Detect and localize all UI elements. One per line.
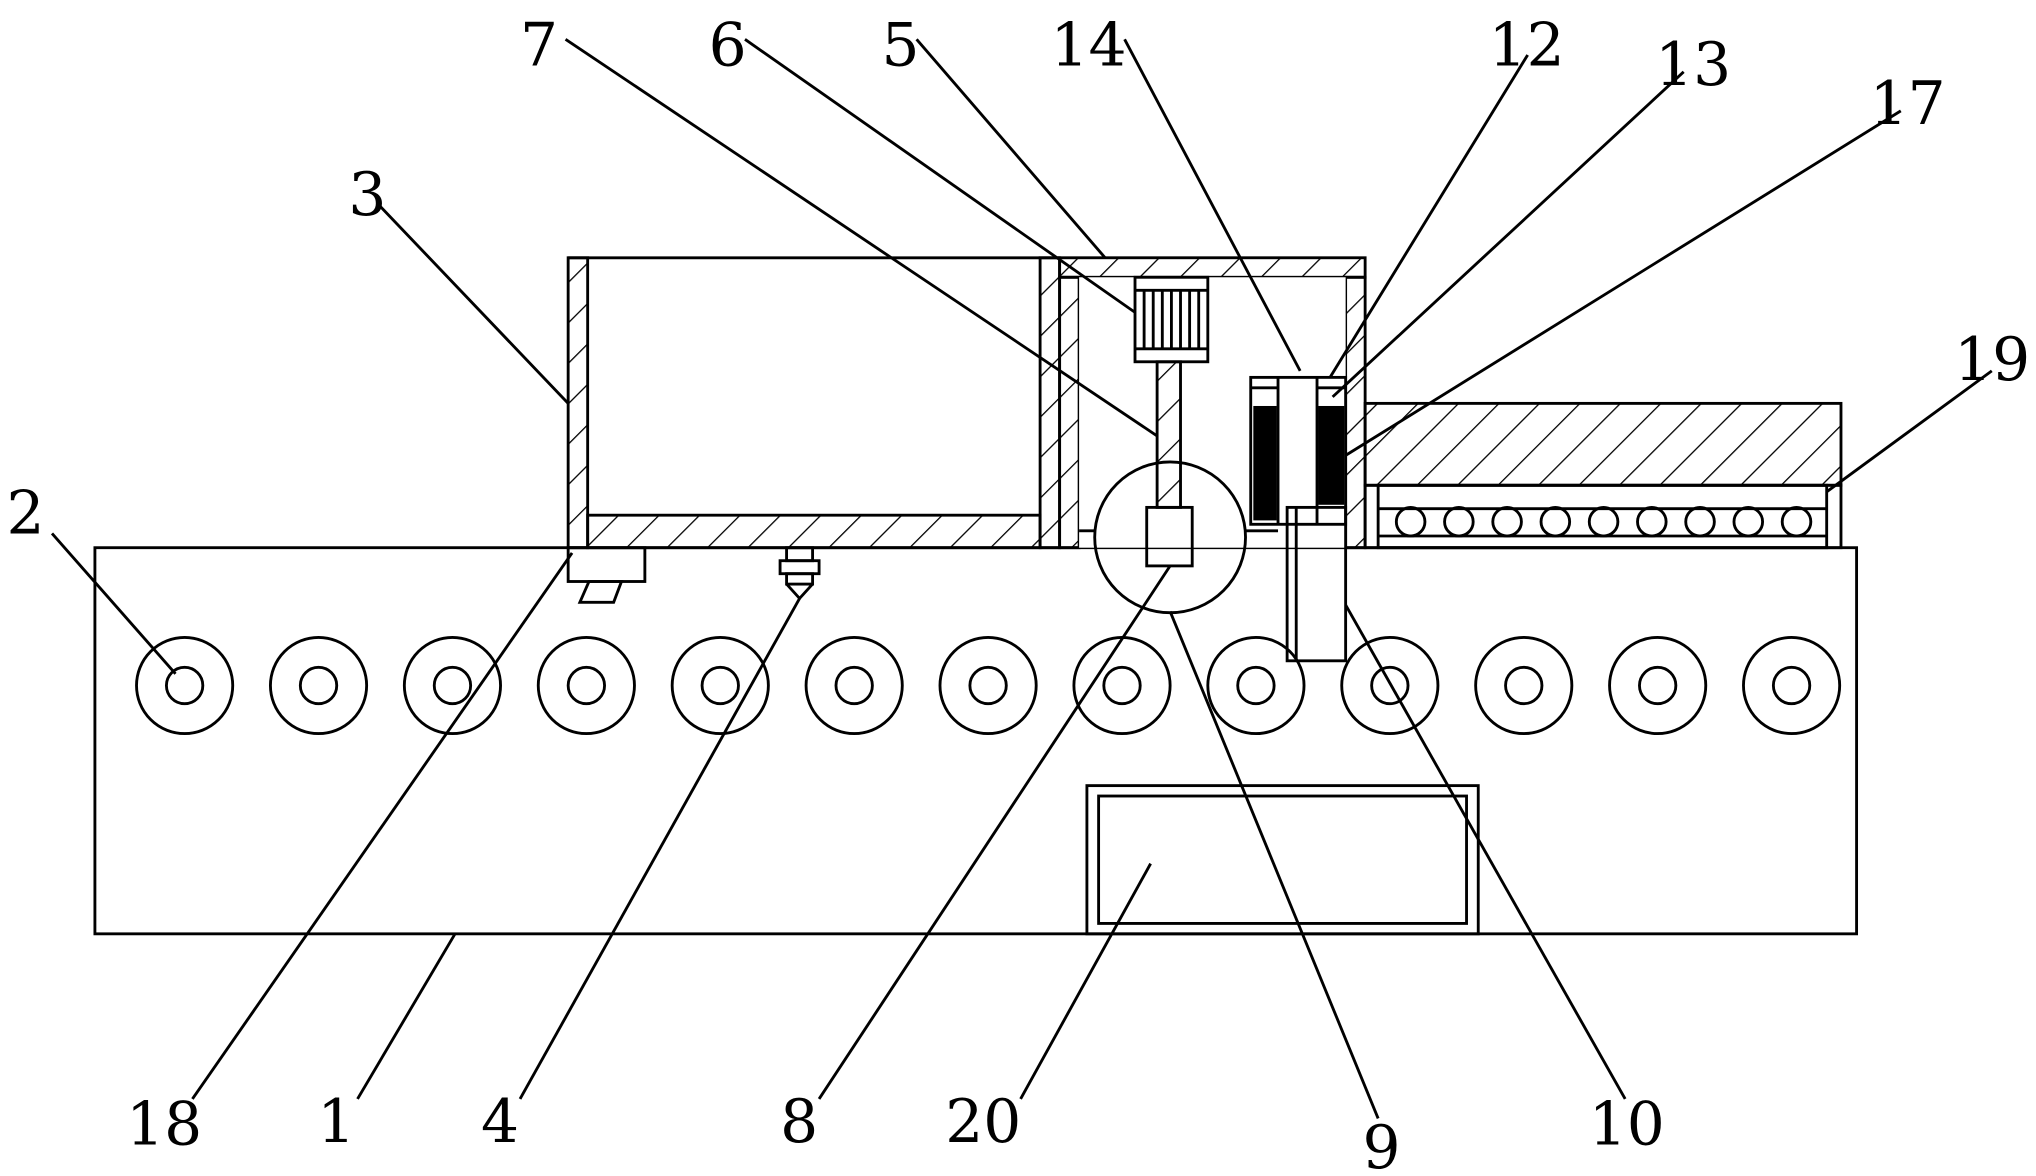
box-bottom-wall [588, 515, 1040, 548]
box-left-wall [568, 258, 588, 548]
roller-axle [434, 667, 470, 703]
ball [1686, 507, 1715, 536]
ball [1638, 507, 1667, 536]
label-3: 3 [348, 160, 386, 230]
label-8: 8 [780, 1087, 818, 1157]
roller-axle [1104, 667, 1140, 703]
roller [1610, 637, 1706, 733]
roller [404, 637, 500, 733]
ball [1445, 507, 1474, 536]
threaded-shaft [1157, 362, 1180, 508]
roller-axle [1238, 667, 1274, 703]
roller-axle [1773, 667, 1809, 703]
roller [940, 637, 1036, 733]
label-18: 18 [126, 1089, 202, 1159]
housing-right [1346, 277, 1366, 547]
box-right-wall [1040, 258, 1060, 548]
roller [806, 637, 902, 733]
roller-axle [300, 667, 336, 703]
roller-axle [970, 667, 1006, 703]
spring-left [1253, 406, 1276, 520]
label-6: 6 [709, 10, 747, 80]
roller-axle [166, 667, 202, 703]
label-20: 20 [945, 1087, 1021, 1157]
label-14: 14 [1051, 10, 1127, 80]
roller-axle [1639, 667, 1675, 703]
label-17: 17 [1870, 69, 1946, 139]
ball [1782, 507, 1811, 536]
roller-axle [836, 667, 872, 703]
storage-box [568, 258, 1059, 548]
base-frame [95, 548, 1857, 934]
ball [1541, 507, 1570, 536]
housing-top [1060, 258, 1366, 278]
ball [1589, 507, 1618, 536]
pressing-block [1365, 403, 1841, 547]
housing-left [1060, 277, 1080, 547]
roller-axle [702, 667, 738, 703]
roller [1743, 637, 1839, 733]
roller [137, 637, 233, 733]
label-10: 10 [1589, 1089, 1665, 1159]
roller [672, 637, 768, 733]
roller [1476, 637, 1572, 733]
label-1: 1 [317, 1087, 355, 1157]
roller [1074, 637, 1170, 733]
ball [1396, 507, 1425, 536]
nozzle [780, 548, 819, 599]
label-2: 2 [7, 478, 45, 548]
label-12: 12 [1489, 10, 1565, 80]
collection-bin [1087, 786, 1478, 934]
roller-axle [1506, 667, 1542, 703]
roller-axle [568, 667, 604, 703]
label-5: 5 [881, 10, 919, 80]
ball [1734, 507, 1763, 536]
label-9: 9 [1363, 1113, 1401, 1176]
roller [1208, 637, 1304, 733]
label-4: 4 [481, 1087, 519, 1157]
label-13: 13 [1655, 30, 1731, 100]
label-19: 19 [1954, 325, 2030, 395]
label-7: 7 [520, 10, 558, 80]
callouts: 7 6 5 14 12 13 17 19 3 2 18 1 4 8 20 9 1… [7, 10, 2031, 1176]
ball [1493, 507, 1522, 536]
support-block [568, 548, 645, 603]
roller [538, 637, 634, 733]
spring-right [1318, 406, 1344, 505]
roller [270, 637, 366, 733]
conveyor-rollers [137, 637, 1840, 733]
